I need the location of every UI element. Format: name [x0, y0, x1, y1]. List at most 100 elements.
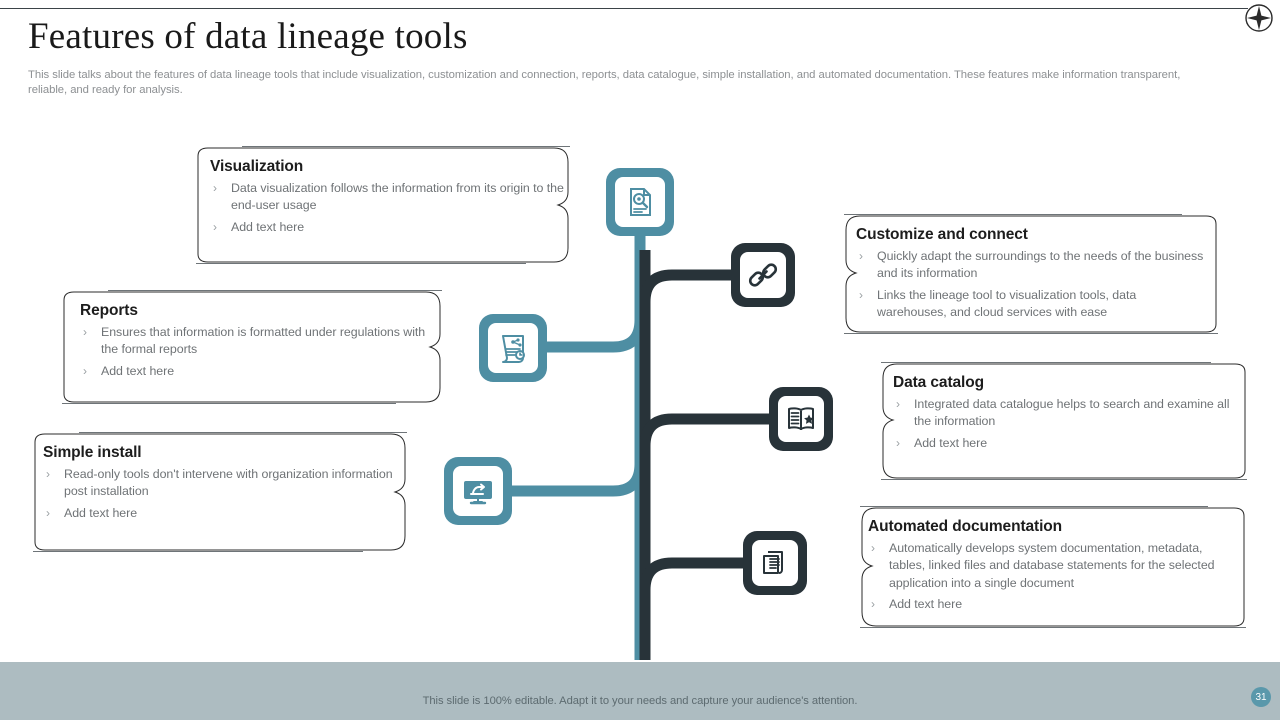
- card-customize-body: Customize and connect › Quickly adapt the…: [834, 214, 1218, 334]
- card-reports[interactable]: Reports › Ensures that information is for…: [62, 290, 442, 404]
- bullet-text: Integrated data catalogue helps to searc…: [914, 397, 1230, 429]
- card-data-catalog[interactable]: Data catalog › Integrated data catalogue …: [871, 362, 1247, 480]
- list-item: › Automatically develops system documenta…: [868, 540, 1238, 592]
- card-simple-install-title: Simple install: [43, 444, 142, 461]
- node-reports[interactable]: [479, 314, 547, 382]
- card-data-catalog-frame: [882, 363, 1246, 479]
- node-customize-inner: [740, 252, 786, 298]
- bullet-text: Add text here: [914, 435, 988, 450]
- node-visualization-inner: [615, 177, 665, 227]
- node-customize-and-connect[interactable]: [731, 243, 795, 307]
- card-customize-bullets: › Quickly adapt the surroundings to the n…: [856, 248, 1204, 322]
- page-number-badge: 31: [1251, 687, 1271, 707]
- bullet-text: Ensures that information is formatted un…: [101, 325, 426, 357]
- card-visualization-body: Visualization ›Data visualization follow…: [196, 146, 570, 264]
- list-item: › Ensures that information is formatted u…: [80, 324, 442, 359]
- card-automated-documentation-top-rule: [860, 506, 1208, 507]
- card-simple-install[interactable]: Simple install › Read-only tools don't in…: [33, 432, 407, 552]
- card-reports-body: Reports › Ensures that information is for…: [62, 290, 442, 404]
- card-automated-documentation-title: Automated documentation: [868, 518, 1063, 535]
- card-automated-documentation-body: Automated documentation › Automatically d…: [850, 506, 1246, 628]
- chevron-right-icon: ›: [896, 435, 900, 450]
- list-item: › Links the lineage tool to visualization…: [856, 287, 1204, 322]
- bullet-text: Read-only tools don't intervene with org…: [64, 467, 393, 499]
- node-data-catalog-inner: [778, 396, 824, 442]
- bullet-text: Data visualization follows the informati…: [231, 181, 564, 213]
- list-item: › Data visualization follows the informat…: [210, 180, 570, 215]
- bullet-text: Links the lineage tool to visualization …: [877, 287, 1137, 320]
- card-reports-top-rule: [108, 290, 442, 291]
- teal-branch-install: [512, 463, 646, 497]
- bullet-text: Add text here: [101, 363, 175, 378]
- chevron-right-icon: ›: [46, 505, 50, 520]
- chevron-right-icon: ›: [46, 467, 50, 481]
- document-magnifier-icon: [630, 188, 651, 216]
- footer-band: [0, 662, 1280, 720]
- dark-branch-customize: [639, 269, 731, 303]
- node-simple-install[interactable]: [444, 457, 512, 525]
- monitor-install-icon: [464, 481, 492, 505]
- chevron-right-icon: ›: [871, 541, 875, 555]
- card-simple-install-bottom-rule: [33, 551, 363, 552]
- card-reports-bottom-rule: [62, 403, 396, 404]
- list-item: ›Add text here: [210, 219, 570, 236]
- card-simple-install-body: Simple install › Read-only tools don't in…: [33, 432, 407, 552]
- node-visualization[interactable]: [606, 168, 674, 236]
- chevron-right-icon: ›: [859, 287, 863, 302]
- footer-note: This slide is 100% editable. Adapt it to…: [422, 695, 858, 707]
- open-book-star-icon: [788, 407, 814, 430]
- card-automated-documentation-bottom-rule: [860, 627, 1246, 628]
- bullet-text: Quickly adapt the surroundings to the ne…: [877, 249, 1204, 281]
- card-visualization-frame: [197, 147, 569, 263]
- card-customize-title: Customize and connect: [856, 226, 1028, 243]
- list-item: › Read-only tools don't intervene with or…: [43, 466, 407, 501]
- chevron-right-icon: ›: [83, 325, 87, 339]
- card-customize-bottom-rule: [844, 333, 1218, 334]
- dark-branch-documentation: [639, 557, 744, 591]
- chevron-right-icon: ›: [213, 181, 217, 195]
- header-divider: [0, 8, 1248, 9]
- node-automated-documentation[interactable]: [743, 531, 807, 595]
- card-automated-documentation-frame: [861, 507, 1245, 627]
- page-subtitle: This slide talks about the features of d…: [28, 69, 1181, 96]
- card-visualization-bullets: › Data visualization follows the informat…: [210, 180, 570, 236]
- chevron-right-icon: ›: [859, 249, 863, 263]
- bullet-text: Add text here: [889, 597, 963, 612]
- list-item: › Quickly adapt the surroundings to the n…: [856, 248, 1204, 283]
- dark-branch-catalog: [639, 413, 770, 447]
- page-title: Features of data lineage tools: [28, 16, 468, 57]
- card-reports-bullets: › Ensures that information is formatted u…: [80, 324, 442, 380]
- card-data-catalog-body: Data catalog › Integrated data catalogue …: [871, 362, 1247, 480]
- card-customize-frame: [845, 215, 1217, 333]
- list-item: ›Add text here: [43, 505, 407, 522]
- card-reports-frame: [63, 291, 441, 403]
- chevron-right-icon: ›: [871, 597, 875, 612]
- card-simple-install-bullets: › Read-only tools don't intervene with or…: [43, 466, 407, 522]
- card-automated-documentation[interactable]: Automated documentation › Automatically d…: [850, 506, 1246, 628]
- chevron-right-icon: ›: [896, 397, 900, 411]
- card-simple-install-top-rule: [79, 432, 407, 433]
- card-visualization-top-rule: [242, 146, 570, 147]
- card-data-catalog-bottom-rule: [881, 479, 1247, 480]
- card-visualization-bottom-rule: [196, 263, 526, 264]
- card-data-catalog-top-rule: [881, 362, 1211, 363]
- card-data-catalog-title: Data catalog: [893, 374, 984, 391]
- document-stack-icon: [763, 551, 783, 574]
- card-automated-documentation-bullets: › Automatically develops system documenta…: [868, 540, 1238, 614]
- node-data-catalog[interactable]: [769, 387, 833, 451]
- card-data-catalog-bullets: › Integrated data catalogue helps to sear…: [893, 396, 1233, 452]
- chevron-right-icon: ›: [83, 363, 87, 378]
- card-customize-and-connect[interactable]: Customize and connect › Quickly adapt the…: [834, 214, 1218, 334]
- report-chart-icon: [502, 335, 525, 363]
- card-reports-title: Reports: [80, 302, 138, 319]
- teal-branch-reports: [545, 319, 646, 353]
- compass-star-icon: [1245, 4, 1273, 32]
- node-reports-inner: [488, 323, 538, 373]
- bullet-text: Automatically develops system documentat…: [889, 541, 1215, 590]
- card-visualization[interactable]: Visualization ›Data visualization follow…: [196, 146, 570, 264]
- list-item: › Add text here: [868, 596, 1238, 613]
- node-automated-documentation-inner: [752, 540, 798, 586]
- card-simple-install-frame: [34, 433, 406, 551]
- chevron-right-icon: ›: [213, 219, 217, 234]
